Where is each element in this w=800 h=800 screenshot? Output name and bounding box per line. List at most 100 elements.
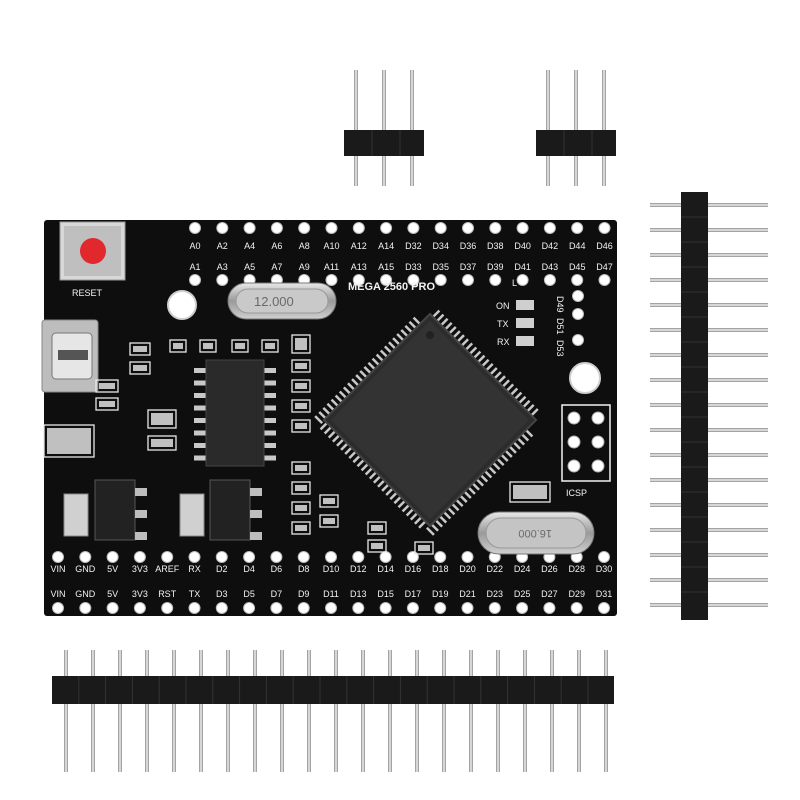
pin-label: D38 [487,241,504,251]
pin-label: A12 [351,241,367,251]
smd-footprint [291,334,311,354]
small-pin-header-left [344,70,424,186]
pin-hole [243,222,256,234]
pin-hole [352,602,365,614]
header-pin [118,650,122,772]
pin-hole [52,551,64,563]
reset-button[interactable] [59,221,126,281]
pin-label: D6 [271,564,283,574]
pin-hole [79,551,92,563]
pin-label: A6 [271,241,282,251]
pin-label: D17 [405,589,422,599]
mounting-hole [167,290,197,320]
pin-hole [297,551,310,563]
pin-hole [352,274,365,286]
smd-part [295,423,307,429]
smd-part [133,365,147,371]
header-pin [546,70,550,186]
pin-label: A0 [189,241,200,251]
pin-hole [325,551,337,563]
header-pin [361,650,365,772]
header-pin [354,70,358,186]
pin-hole [598,551,610,563]
smd-part [173,343,183,349]
pin-label: A10 [323,241,339,251]
smd-footprint [231,339,249,353]
smd-part [151,413,173,425]
pin-label: D22 [487,564,504,574]
smd-part [99,383,115,389]
header-pin [650,278,768,282]
icsp-hole [591,459,605,473]
pin-hole [215,551,228,563]
pin-hole [52,602,64,614]
pin-label: VIN [50,564,65,574]
header-pin [523,650,527,772]
status-leds [516,300,534,346]
pin-label: D12 [350,564,367,574]
pin-label: D39 [487,262,504,272]
crystal-label: 12.000 [254,294,294,309]
pin-hole [325,222,338,234]
smd-part [235,343,245,349]
led-label-rx: RX [497,337,510,347]
smd-footprint [147,409,177,429]
pin-label: A2 [217,241,228,251]
reset-label: RESET [72,288,103,298]
reset-button-cap[interactable] [80,238,106,264]
smd-part [295,505,307,511]
pin-hole [325,274,338,286]
pin-hole [407,222,420,234]
pin-hole [571,274,584,286]
icsp-hole [567,411,581,425]
pin-holes [52,222,611,614]
pin-label: D2 [216,564,228,574]
pin-hole [133,551,146,563]
pin-hole [543,222,556,234]
pin-hole [216,274,229,286]
mounting-hole [569,362,601,394]
pin-hole [572,290,584,302]
smd-footprint [291,521,311,535]
smd-part [295,525,307,531]
pin-label: D35 [432,262,449,272]
pin-label: D46 [596,241,613,251]
header-pin [382,70,386,186]
crystal-bottom-label: 16.000 [518,527,552,539]
pin-label: GND [75,589,96,599]
smd-part [47,428,91,454]
pin-label: A15 [378,262,394,272]
pin-label: A7 [271,262,282,272]
header-pin [604,650,608,772]
smd-components [43,334,551,555]
pin-hole [434,551,447,563]
icsp-hole [567,459,581,473]
header-pin [650,328,768,332]
smd-part [99,401,115,407]
pin-hole [215,602,228,614]
pin-hole [298,222,311,234]
pin-label: 5V [107,589,118,599]
long-pin-header-horizontal [52,650,614,772]
smd-part [295,383,307,389]
atmega2560-chip [314,309,539,536]
header-pin [650,478,768,482]
pin-label: D27 [541,589,558,599]
pin-hole [380,274,393,286]
header-pin [550,650,554,772]
pin-label: A11 [324,262,339,272]
pin-label: A9 [299,262,310,272]
smd-part [513,485,547,499]
header-pin [145,650,149,772]
pin-hole [188,551,201,563]
pin-label: D21 [459,589,476,599]
smd-footprint [147,435,177,451]
pin-hole [461,602,474,614]
pin-label: RST [158,589,177,599]
pin-hole [106,551,119,563]
pin-hole [189,222,201,234]
